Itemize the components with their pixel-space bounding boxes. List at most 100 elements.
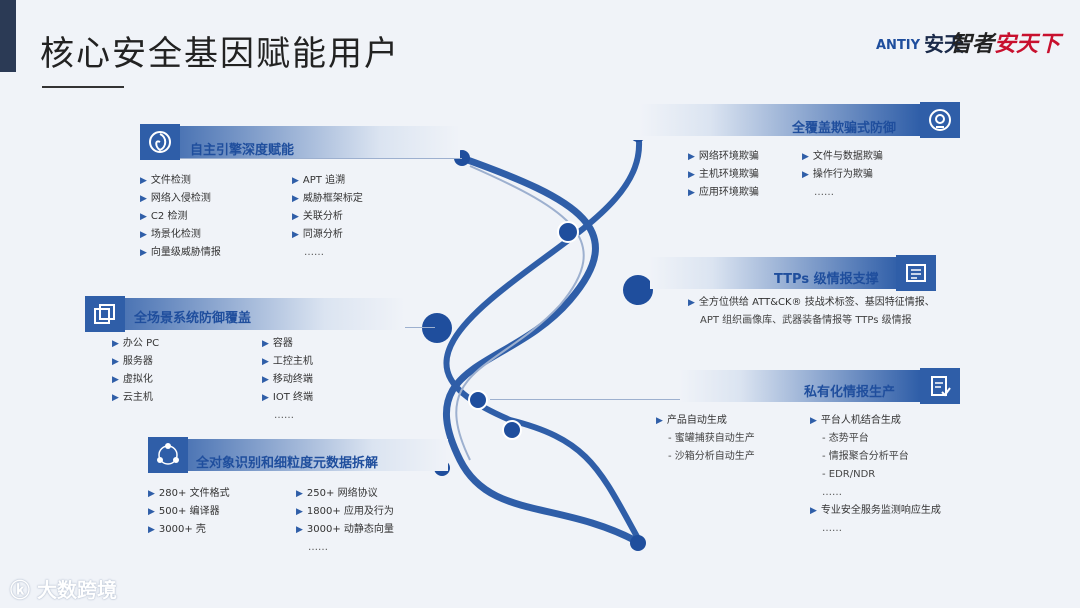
left-accent-bar [0,0,16,72]
list-item: ▶威胁框架标定 [292,193,363,204]
document-icon [906,264,926,282]
ttps-line-2: APT 组织画像库、武器装备情报等 TTPs 级情报 [700,315,912,326]
list-item: ▶容器 [262,338,293,349]
list-item: ▶280+ 文件格式 [148,488,230,499]
ttps-line-1: ▶全方位供给 ATT&CK® 技战术标签、基因特征情报、 [688,297,935,308]
engine-col1: ▶文件检测 ▶网络入侵检测 ▶C2 检测 ▶场景化检测 ▶向量级威胁情报 [140,172,221,262]
swirl-icon [149,131,171,153]
title-underline [42,86,124,88]
watermark: ⓚ 大数跨境 [10,574,117,603]
object-more: …… [308,542,328,553]
node-scenario [422,313,452,343]
ttps-icon-box [896,255,936,291]
helix-strand-a [443,154,642,546]
deception-col2: ▶文件与数据欺骗 ▶操作行为欺骗 …… [802,148,883,202]
brand-name: 安天 [924,32,965,56]
deception-col1: ▶网络环境欺骗 ▶主机环境欺骗 ▶应用环境欺骗 [688,148,759,202]
scenario-title: 全场景系统防御覆盖 [134,311,252,326]
private-title: 私有化情报生产 [804,385,896,400]
list-item: ▶3000+ 壳 [148,524,206,535]
deception-title: 全覆盖欺骗式防御 [792,121,897,136]
list-sub-item: - 态势平台 [822,433,869,444]
watermark-logo-icon: ⓚ [10,578,30,602]
scenario-icon-box [85,296,125,332]
network-nodes-icon [157,443,179,465]
node-private [468,390,488,410]
list-item: ▶文件检测 [140,175,191,186]
list-item: ▶文件与数据欺骗 [802,151,883,162]
list-item: ▶工控主机 [262,356,313,367]
ttps-title: TTPs 级情报支撑 [774,272,879,287]
list-item: ▶网络入侵检测 [140,193,211,204]
private-col2: ▶平台人机结合生成 - 态势平台 - 情报聚合分析平台 - EDR/NDR ……… [810,412,941,538]
windows-stack-icon [94,304,115,324]
scenario-band [85,298,405,330]
object-band [148,439,448,471]
page-title: 核心安全基因赋能用户 [40,34,400,74]
engine-title: 自主引擎深度赋能 [190,143,295,158]
object-col2: ▶250+ 网络协议 ▶1800+ 应用及行为 ▶3000+ 动静态向量 …… [296,485,394,557]
helix-strand-c [455,165,585,461]
node-bottom [630,535,646,551]
object-title: 全对象识别和细粒度元数据拆解 [196,456,379,471]
list-item: ▶500+ 编译器 [148,506,220,517]
deception-band [640,104,920,136]
list-sub-item: - 情报聚合分析平台 [822,451,909,462]
list-item: ▶同源分析 [292,229,343,240]
list-item: ▶专业安全服务监测响应生成 [810,505,941,516]
slogan-part-b: 安天下 [994,31,1061,57]
scenario-col1: ▶办公 PC ▶服务器 ▶虚拟化 ▶云主机 [112,335,159,407]
list-item: ▶云主机 [112,392,153,403]
list-item: ▶操作行为欺骗 [802,169,873,180]
checklist-icon [931,376,951,397]
engine-col2: ▶APT 追溯 ▶威胁框架标定 ▶关联分析 ▶同源分析 …… [292,172,363,262]
list-sub-item: - EDR/NDR [822,469,876,480]
engine-more: …… [304,247,324,258]
list-sub-item: - 蜜罐捕获自动生产 [668,433,755,444]
list-item: ▶主机环境欺骗 [688,169,759,180]
list-item: ▶向量级威胁情报 [140,247,221,258]
scenario-col2: ▶容器 ▶工控主机 ▶移动终端 ▶IOT 终端 …… [262,335,313,425]
deception-icon-box [920,102,960,138]
deception-more: …… [814,187,834,198]
scenario-more: …… [274,410,294,421]
list-item: ▶1800+ 应用及行为 [296,506,394,517]
private-band [680,370,920,402]
engine-band [140,126,460,158]
node-cross-1 [557,221,579,243]
list-item: ▶APT 追溯 [292,175,346,186]
private-more-1: …… [822,487,842,498]
target-shield-icon [929,109,951,131]
antiy-logo-icon: ANTIY [876,38,921,53]
ttps-body: ▶全方位供给 ATT&CK® 技战术标签、基因特征情报、 APT 组织画像库、武… [688,294,935,330]
helix-strand-b [443,140,643,545]
list-item: ▶虚拟化 [112,374,153,385]
private-icon-box [920,368,960,404]
node-ttps [623,275,653,305]
list-item: ▶产品自动生成 [656,415,727,426]
list-item: ▶服务器 [112,356,153,367]
list-item: ▶移动终端 [262,374,313,385]
list-item: ▶网络环境欺骗 [688,151,759,162]
engine-icon-box [140,124,180,160]
list-item: ▶应用环境欺骗 [688,187,759,198]
list-sub-item: - 沙箱分析自动生产 [668,451,755,462]
ttps-band [650,257,900,289]
object-col1: ▶280+ 文件格式 ▶500+ 编译器 ▶3000+ 壳 [148,485,230,539]
object-icon-box [148,437,188,473]
list-item: ▶办公 PC [112,338,160,349]
connector-engine [140,158,462,159]
list-item: ▶250+ 网络协议 [296,488,378,499]
watermark-text: 大数跨境 [36,578,117,602]
node-deception [632,140,644,142]
private-more-2: …… [822,523,842,534]
list-item: ▶场景化检测 [140,229,201,240]
brand-slogan: 智者安天下 [950,26,1060,58]
list-item: ▶IOT 终端 [262,392,314,403]
slogan-part-a: 智者 [950,31,995,57]
list-item: ▶3000+ 动静态向量 [296,524,394,535]
node-cross-2 [502,420,522,440]
private-col1: ▶产品自动生成 - 蜜罐捕获自动生产 - 沙箱分析自动生产 [656,412,755,466]
dna-helix-graphic [422,140,653,551]
